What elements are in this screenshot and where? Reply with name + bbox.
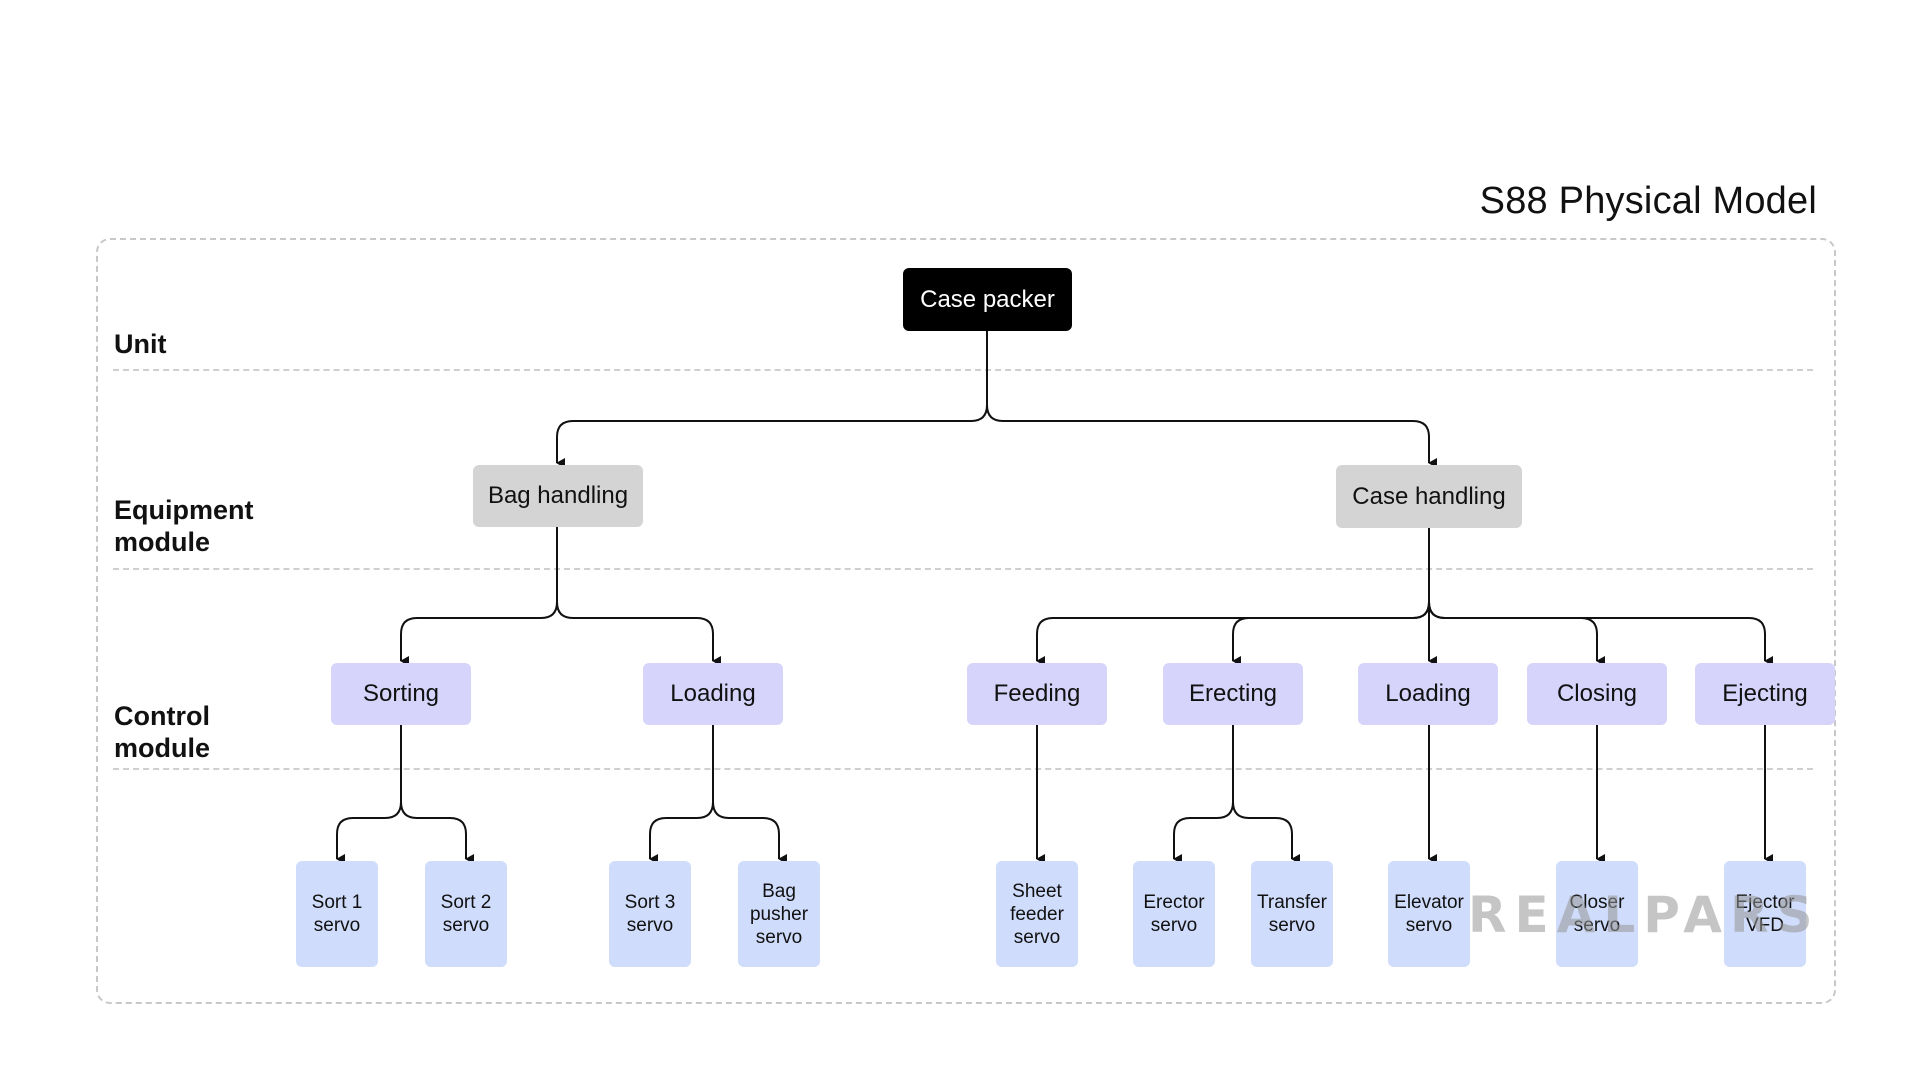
device-label-line: servo <box>755 926 803 948</box>
erecting-connector-branch-0 <box>1173 801 1234 864</box>
device-label-line: servo <box>1150 915 1198 936</box>
level-label-line: module <box>114 733 211 763</box>
device-label-line: Sort 1 <box>311 892 363 913</box>
device-label-line: Sort 3 <box>624 892 676 913</box>
control-node-sorting[interactable]: Sorting <box>331 663 471 725</box>
control-node-loading-case[interactable]: Loading <box>1358 663 1498 725</box>
equipment-node-bag-handling[interactable]: Bag handling <box>473 465 643 527</box>
device-label-line: feeder <box>1010 903 1064 925</box>
device-label-line: Elevator <box>1394 892 1464 913</box>
device-label-line: servo <box>442 915 490 936</box>
level-label-equipment-module: Equipment module <box>114 494 254 558</box>
device-label-line: servo <box>1573 915 1621 936</box>
control-node-ejecting[interactable]: Ejecting <box>1695 663 1835 725</box>
device-label-line: Bag <box>762 880 796 902</box>
loading-bag-connector-branch-1 <box>712 801 787 864</box>
level-label-control-module: Control module <box>114 700 210 764</box>
control-node-closing[interactable]: Closing <box>1527 663 1667 725</box>
erecting-connector-branch-1 <box>1232 801 1300 864</box>
case-handling-connector-branch-4 <box>1428 601 1773 666</box>
control-node-feeding[interactable]: Feeding <box>967 663 1107 725</box>
sorting-connector-branch-1 <box>400 801 474 864</box>
device-label-line: servo <box>1013 926 1061 948</box>
device-label-line: servo <box>1405 915 1453 936</box>
device-label-line: VFD <box>1745 915 1784 936</box>
level-label-unit: Unit <box>114 329 167 359</box>
level-label-line: Control <box>114 701 210 731</box>
bag-handling-connector-branch-1 <box>556 601 721 666</box>
diagram-title: S88 Physical Model <box>1479 180 1817 222</box>
device-label-line: pusher <box>749 903 809 925</box>
loading-bag-connector-branch-0 <box>649 801 714 864</box>
bag-handling-connector-branch-0 <box>400 601 558 666</box>
unit-connector-branch-0 <box>556 404 988 468</box>
case-handling-connector-branch-1 <box>1232 601 1430 666</box>
device-label-line: Transfer <box>1256 892 1328 913</box>
control-node-loading-bag[interactable]: Loading <box>643 663 783 725</box>
device-label-line: Closer <box>1569 892 1625 913</box>
device-label-line: servo <box>1268 915 1316 936</box>
unit-connector-branch-1 <box>986 404 1437 468</box>
equipment-node-case-handling[interactable]: Case handling <box>1336 465 1522 528</box>
case-handling-connector-branch-3 <box>1428 601 1605 666</box>
device-label-line: Sort 2 <box>440 892 492 913</box>
control-divider <box>113 768 1813 770</box>
realpars-watermark-logo: REALPARS <box>1468 886 1821 944</box>
unit-divider <box>113 369 1813 371</box>
device-label-line: Sheet <box>1012 880 1062 902</box>
device-label-line: Ejector <box>1735 892 1795 913</box>
level-label-line: module <box>114 527 211 557</box>
sorting-connector-branch-0 <box>336 801 402 864</box>
control-node-erecting[interactable]: Erecting <box>1163 663 1303 725</box>
model-frame <box>96 238 1836 1004</box>
device-label-line: servo <box>626 915 674 936</box>
device-label-line: Erector <box>1143 892 1205 913</box>
level-label-line: Equipment <box>114 495 254 525</box>
equipment-divider <box>113 568 1813 570</box>
device-label-line: servo <box>313 915 361 936</box>
unit-node-case-packer[interactable]: Case packer <box>903 268 1072 331</box>
